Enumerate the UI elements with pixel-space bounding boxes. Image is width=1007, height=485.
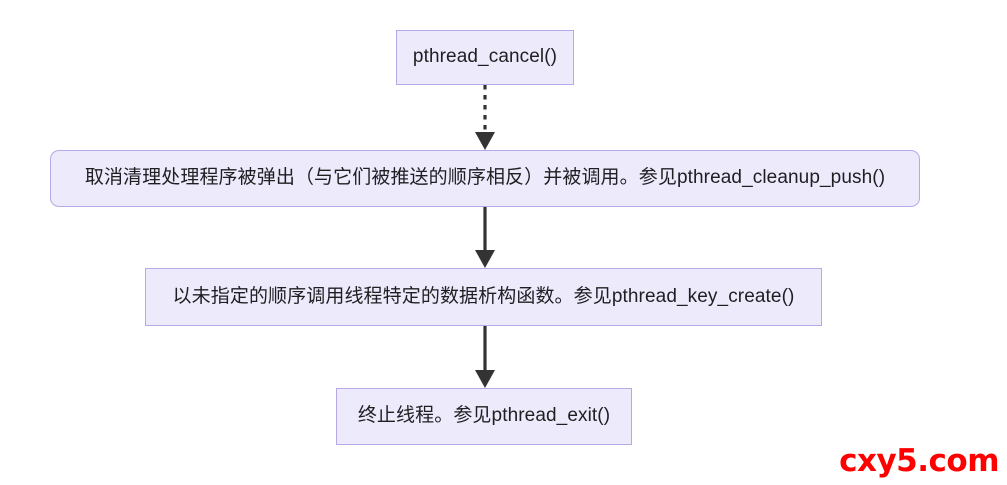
- node-thread-exit-label: 终止线程。参见pthread_exit(): [357, 405, 611, 427]
- node-cleanup-handlers-label: 取消清理处理程序被弹出（与它们被推送的顺序相反）并被调用。参见pthread_c…: [84, 167, 886, 189]
- node-pthread-cancel-label: pthread_cancel(): [412, 46, 558, 68]
- arrowhead-icon: [475, 132, 495, 150]
- watermark-cxy5: cxy5.com: [839, 443, 999, 479]
- node-cleanup-handlers[interactable]: 取消清理处理程序被弹出（与它们被推送的顺序相反）并被调用。参见pthread_c…: [50, 150, 920, 207]
- edge-cleanup-to-key-solid-arrow: [475, 207, 495, 268]
- arrowhead-icon: [475, 250, 495, 268]
- node-key-destructors-label: 以未指定的顺序调用线程特定的数据析构函数。参见pthread_key_creat…: [172, 285, 795, 307]
- node-key-destructors[interactable]: 以未指定的顺序调用线程特定的数据析构函数。参见pthread_key_creat…: [145, 268, 822, 326]
- node-pthread-cancel[interactable]: pthread_cancel(): [396, 30, 574, 85]
- edge-cancel-to-cleanup-dotted-arrow: [475, 85, 495, 150]
- edge-key-to-exit-solid-arrow: [475, 326, 495, 388]
- node-thread-exit[interactable]: 终止线程。参见pthread_exit(): [336, 388, 632, 445]
- arrowhead-icon: [475, 370, 495, 388]
